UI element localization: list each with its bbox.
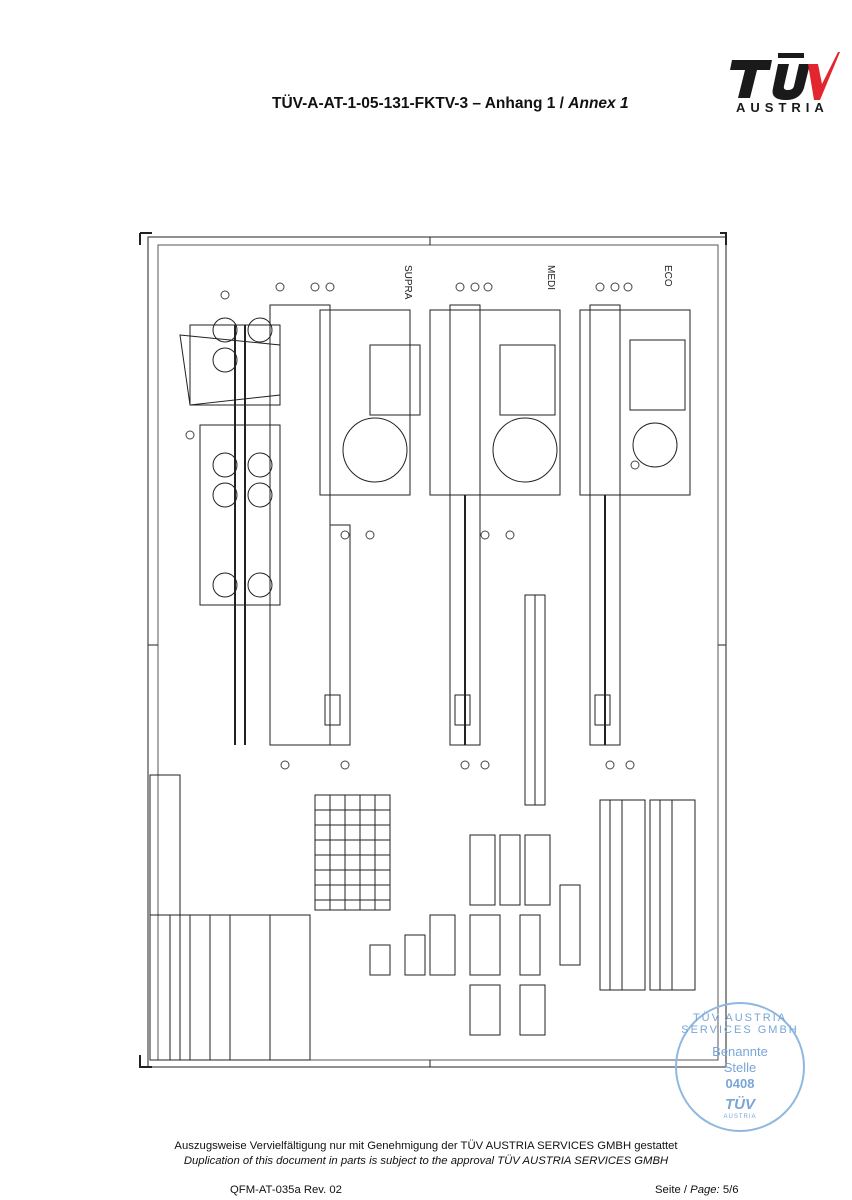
drawing-svg: SUPRA MEDI ECO <box>139 232 727 1068</box>
stamp-line1: Benannte <box>712 1044 768 1059</box>
tuv-austria-logo: AUSTRIA <box>728 50 840 116</box>
certification-stamp: TÜV AUSTRIA SERVICES GMBH Benannte Stell… <box>675 1002 805 1132</box>
page-number-value: 5/6 <box>719 1184 739 1196</box>
document-id: TÜV-A-AT-1-05-131-FKTV-3 – Anhang 1 / <box>272 95 569 112</box>
annex-label: Annex 1 <box>568 95 629 112</box>
logo-subtext: AUSTRIA <box>736 100 829 115</box>
stamp-ring <box>675 1002 805 1132</box>
document-title: TÜV-A-AT-1-05-131-FKTV-3 – Anhang 1 / An… <box>272 95 629 113</box>
variant-label-medi: MEDI <box>545 265 556 290</box>
stamp-line2: Stelle <box>723 1060 757 1075</box>
form-id: QFM-AT-035a Rev. 02 <box>230 1184 342 1196</box>
page-number: Seite / Page: 5/6 <box>655 1184 739 1196</box>
footer-notice-de: Auszugsweise Vervielfältigung nur mit Ge… <box>174 1140 678 1152</box>
page-label-en: Page: <box>690 1184 720 1196</box>
technical-drawing: SUPRA MEDI ECO <box>130 225 730 1075</box>
stamp-ring-text: TÜV AUSTRIA SERVICES GMBH <box>681 1012 799 1036</box>
stamp-number: 0408 <box>725 1076 755 1091</box>
footer-notice-en: Duplication of this document in parts is… <box>183 1155 669 1167</box>
page-label: Seite / <box>655 1184 691 1196</box>
logo-mark <box>730 52 840 100</box>
stamp-logo: TÜV <box>725 1096 755 1113</box>
variant-label-eco: ECO <box>662 265 673 287</box>
stamp-logo-sub: AUSTRIA <box>723 1114 757 1120</box>
variant-label-supra: SUPRA <box>402 265 413 300</box>
